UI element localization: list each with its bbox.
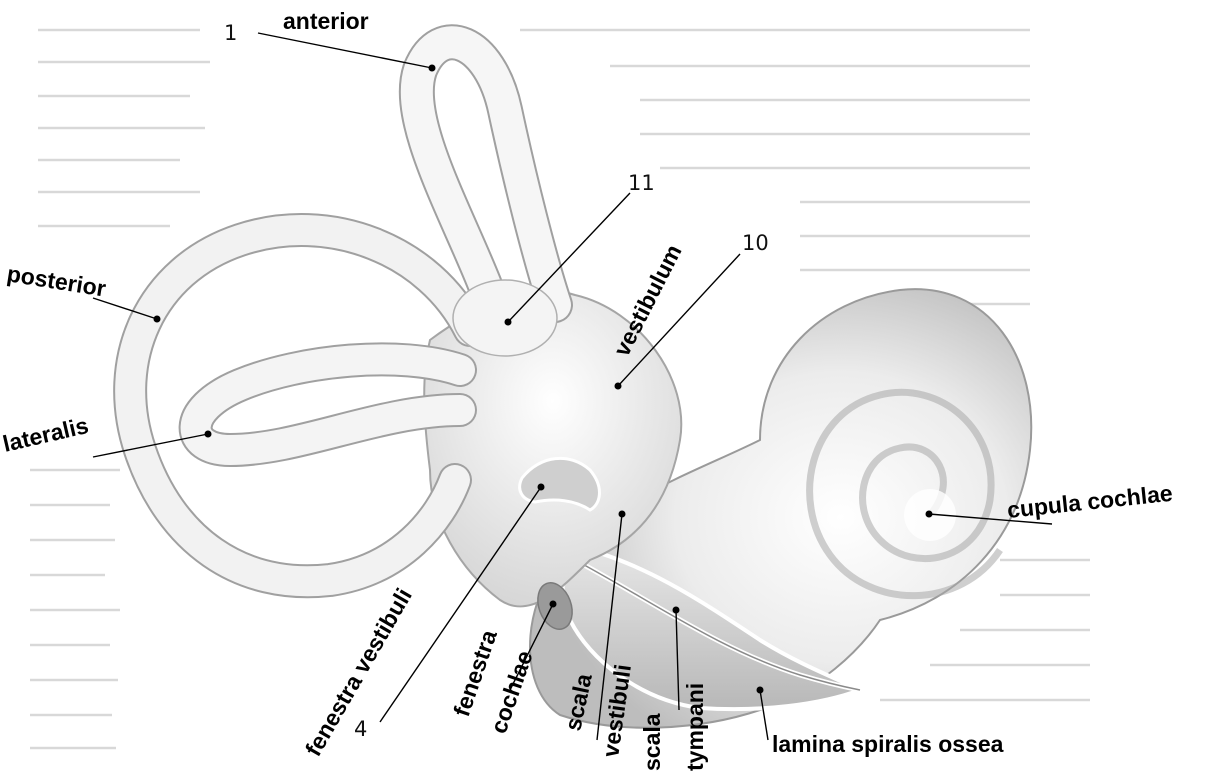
label-scala-tympani-line2: tympani bbox=[682, 683, 708, 771]
number-4: 4 bbox=[354, 717, 367, 741]
dot-lateralis bbox=[205, 431, 212, 438]
label-scala-tympani-line1: scala bbox=[639, 713, 665, 771]
label-lamina-spiralis-ossea: lamina spiralis ossea bbox=[772, 731, 1004, 757]
label-posterior: posterior bbox=[5, 260, 108, 301]
dot-posterior bbox=[154, 316, 161, 323]
dot-fenestra-cochlae bbox=[550, 601, 557, 608]
label-cupula-cochlae: cupula cochlae bbox=[1006, 480, 1174, 523]
number-1: 1 bbox=[224, 21, 237, 45]
dot-cupula bbox=[926, 511, 933, 518]
dot-4 bbox=[538, 484, 545, 491]
dot-lamina bbox=[757, 687, 764, 694]
dot-11 bbox=[505, 319, 512, 326]
dot-scala-vestibuli bbox=[619, 511, 626, 518]
leader-anterior bbox=[258, 33, 432, 68]
label-lateralis: lateralis bbox=[0, 412, 91, 457]
label-anterior: anterior bbox=[283, 8, 369, 34]
number-10: 10 bbox=[742, 231, 769, 255]
dot-10 bbox=[615, 383, 622, 390]
crus-commune bbox=[453, 280, 557, 356]
number-11: 11 bbox=[628, 171, 655, 195]
dot-anterior bbox=[429, 65, 436, 72]
dot-scala-tympani bbox=[673, 607, 680, 614]
